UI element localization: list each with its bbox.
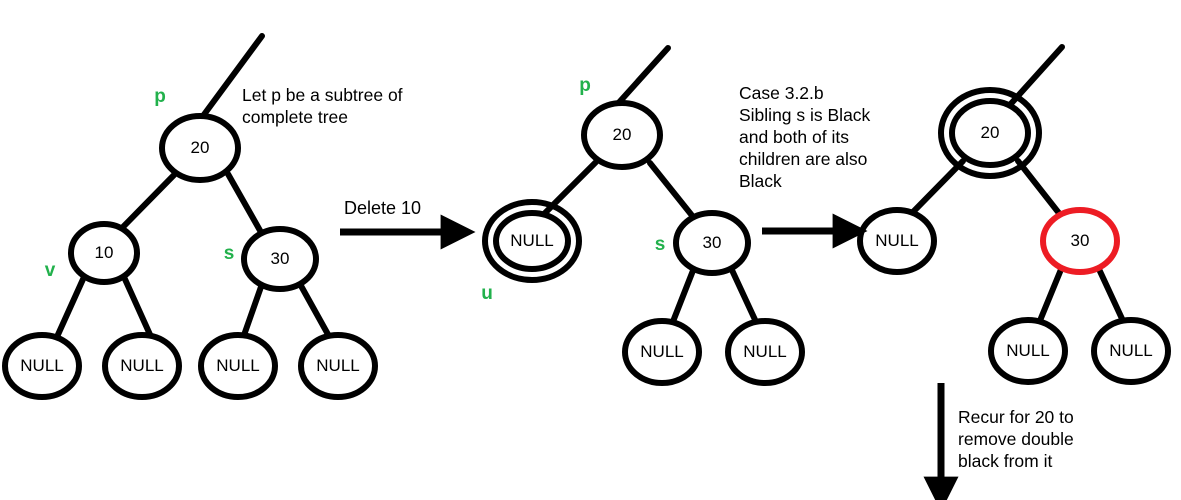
parent-edge-stub [197,33,265,123]
parent-edge-stub [611,45,671,111]
tree-tree-after-case [857,44,1171,385]
node-circle [949,98,1031,168]
tree-tree-initial [2,33,378,400]
node-circle [2,332,82,400]
node-circle [988,317,1068,385]
node-tag-s-n1-30: s [223,243,235,264]
annotation-note-recur: Recur for 20 to remove double black from… [958,407,1074,471]
node-circle [159,113,241,183]
node-circle [581,100,663,170]
arrow-caption-arrow-delete-10: Delete 10 [344,198,422,218]
node-tag-p-n2-20: p [579,75,591,96]
node-tag-v-n1-10: v [44,260,56,281]
node-circle [102,332,182,400]
node-circle [673,210,751,276]
tree-edge [728,265,760,327]
node-tag-p-n1-20: p [154,86,166,107]
node-circle [198,332,278,400]
node-outer-ring [482,199,582,283]
node-circle [857,207,937,275]
node-circle [298,332,378,400]
node-circle [1040,207,1120,275]
node-circle [241,226,319,292]
tree-tree-after-delete [482,45,805,386]
annotation-note-left: Let p be a subtree of complete tree [242,85,403,127]
node-circle [1091,317,1171,385]
node-circle [68,221,140,285]
tree-edge [119,172,177,231]
annotation-note-case: Case 3.2.b Sibling s is Black and both o… [739,83,871,191]
tree-edge [1036,264,1065,326]
tree-edge [121,274,155,342]
tree-edge [909,158,966,216]
tree-edge [240,281,265,341]
tree-edge [225,171,265,237]
tree-edge [669,265,697,327]
tree-edge [647,160,697,221]
tree-edge [1015,158,1065,220]
tree-edge [1095,264,1127,326]
node-tag-s-n2-30: s [654,234,666,255]
node-circle [725,318,805,386]
tree-edge [297,281,333,341]
node-circle [493,210,571,272]
node-circle [622,318,702,386]
node-tag-u-n2-null-u: u [481,283,493,304]
tree-edge [53,274,87,342]
node-outer-ring [938,87,1042,179]
